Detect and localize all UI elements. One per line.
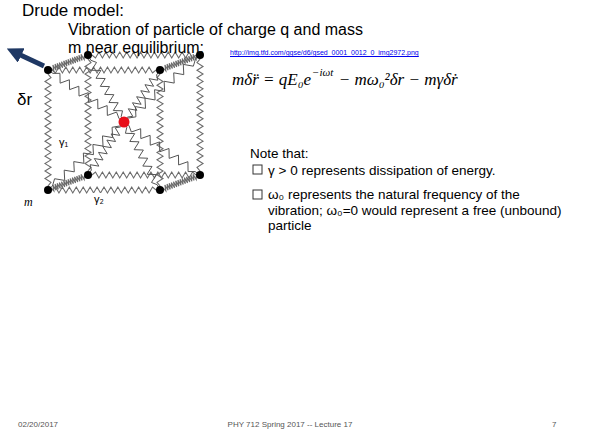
- mass-dot: [84, 171, 92, 179]
- edge-spring: [85, 55, 91, 175]
- edge-spring: [45, 70, 51, 190]
- source-url: http://img.tfd.com/ggse/d6/gsed_0001_001…: [230, 49, 419, 57]
- checkbox-bullet: [253, 165, 262, 174]
- diagonal-spring: [88, 122, 124, 175]
- equation-part: − mω₀²δr − mγδṙ: [334, 70, 457, 90]
- footer-course: PHY 712 Spring 2017 -- Lecture 17: [228, 420, 353, 429]
- slide-title: Drude model:: [22, 1, 124, 21]
- damping-label: γ₁: [58, 136, 69, 149]
- note-heading: Note that:: [250, 146, 309, 162]
- edge-spring: [197, 55, 203, 175]
- page-number: 7: [552, 420, 556, 429]
- diagonal-spring: [124, 122, 200, 175]
- damping-label: γ₂: [93, 193, 105, 206]
- footer-date: 02/20/2017: [18, 420, 58, 429]
- mass-dot: [196, 171, 204, 179]
- checkbox-bullet: [253, 190, 262, 199]
- edge-spring: [160, 174, 200, 191]
- displacement-arrow: [14, 52, 44, 66]
- mass-label: m: [24, 196, 33, 210]
- edge-spring: [88, 172, 200, 178]
- mass-dot: [44, 66, 52, 74]
- charged-particle: [119, 117, 130, 128]
- edge-spring: [48, 174, 88, 191]
- equation-exponent: −iωt: [312, 66, 333, 79]
- edge-spring: [48, 67, 160, 73]
- diagonal-spring: [88, 55, 124, 122]
- diagonal-spring: [124, 55, 200, 122]
- bullet-text: ω₀ represents the natural frequency of t…: [268, 187, 578, 234]
- diagonal-spring: [48, 122, 124, 190]
- vector-label: δr: [16, 90, 33, 110]
- equation-part: mδr̈ = qE₀e: [232, 70, 311, 90]
- bullet-text: γ > 0 represents dissipation of energy.: [268, 163, 578, 179]
- mass-dot: [156, 66, 164, 74]
- diagonal-spring: [124, 122, 160, 190]
- edge-spring: [48, 54, 88, 71]
- mass-dot: [44, 186, 52, 194]
- mass-dot: [156, 186, 164, 194]
